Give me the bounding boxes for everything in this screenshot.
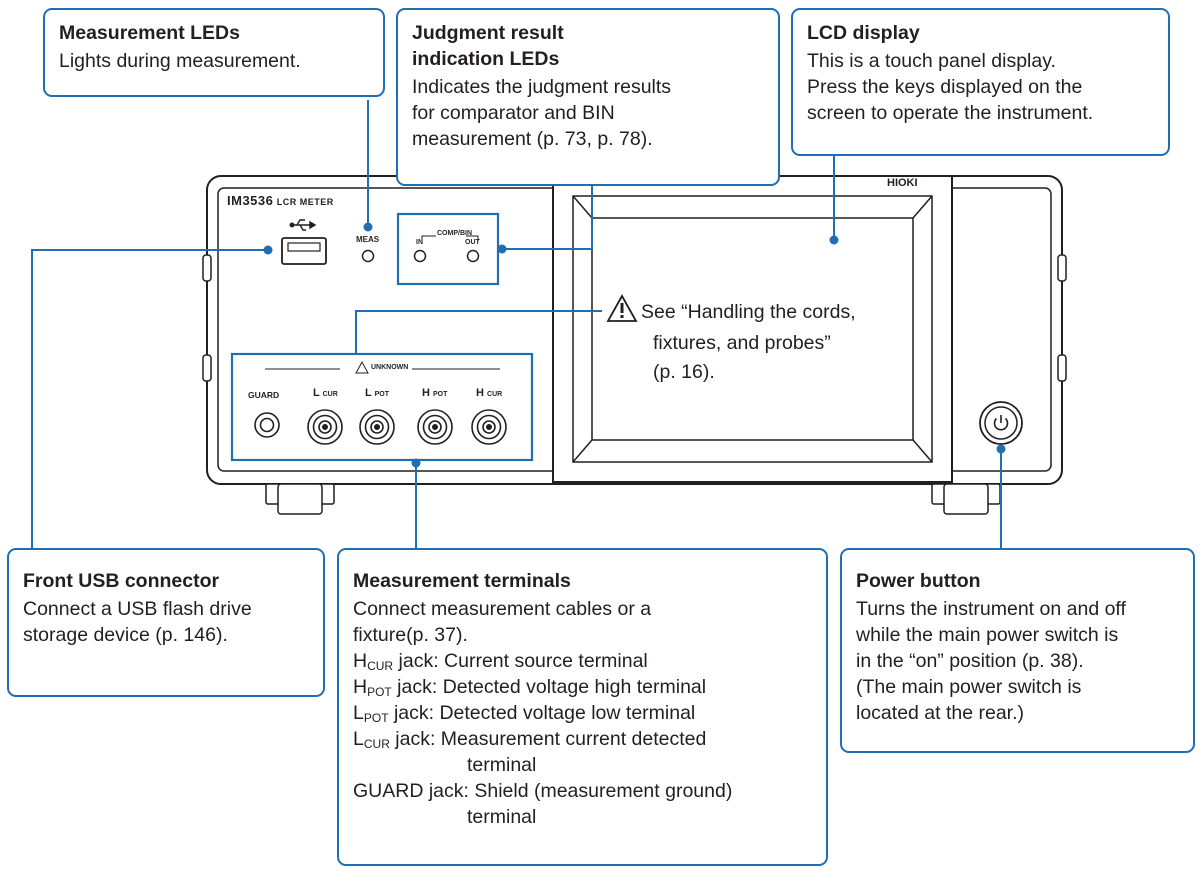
lpot-jack [359, 409, 395, 445]
hcur-jack [471, 409, 507, 445]
lcur-desc: LCUR jack: Measurement current detected [353, 728, 707, 751]
meas-led-label: MEAS [356, 235, 380, 244]
comp-in-label: IN [416, 239, 423, 246]
lcur-label: L CUR [313, 387, 338, 399]
cords-warning-line-2: fixtures, and probes” [653, 332, 831, 354]
callout-front-usb: Front USB connector Connect a USB flash … [7, 548, 325, 697]
callout-measurement-terminals: Measurement terminals Connect measuremen… [337, 548, 828, 866]
guard-label: GUARD [248, 390, 280, 400]
cords-warning-line-1: See “Handling the cords, [641, 301, 856, 323]
leader-lines [31, 100, 1006, 548]
guard-jack [254, 412, 280, 438]
lcd-display-frame [552, 175, 953, 483]
brand-logo: HIOKI [887, 177, 918, 189]
lpot-label: L POT [365, 387, 389, 399]
usb-icon [289, 219, 317, 231]
caution-icon [606, 294, 638, 322]
hcur-desc: HCUR jack: Current source terminal [353, 650, 648, 673]
model-label: IM3536 LCR METER [227, 193, 334, 208]
lcur-jack [307, 409, 343, 445]
comp-bin-led-panel [396, 212, 500, 286]
comp-out-label: OUT [465, 239, 480, 246]
power-icon [993, 415, 1009, 431]
unknown-label: UNKNOWN [371, 364, 409, 371]
hpot-jack [417, 409, 453, 445]
comp-in-led [413, 249, 427, 263]
instrument-feet [265, 483, 1001, 515]
hpot-label: H POT [422, 387, 448, 399]
usb-connector [281, 237, 327, 265]
callout-title: Measurement LEDs [59, 22, 240, 44]
comp-out-led [466, 249, 480, 263]
callout-power-button: Power button Turns the instrument on and… [840, 548, 1195, 753]
callout-judgment-leds: Judgment result indication LEDs Indicate… [396, 8, 780, 186]
hcur-label: H CUR [476, 387, 503, 399]
callout-lcd-display: LCD display This is a touch panel displa… [791, 8, 1170, 156]
comp-bin-label: COMP/BIN [437, 230, 472, 237]
cords-warning-line-3: (p. 16). [653, 361, 715, 383]
hpot-desc: HPOT jack: Detected voltage high termina… [353, 676, 707, 699]
unknown-warning-icon [355, 360, 369, 374]
meas-led [361, 249, 375, 263]
callout-measurement-leds: Measurement LEDs Lights during measureme… [43, 8, 385, 97]
lpot-desc: LPOT jack: Detected voltage low terminal [353, 702, 696, 725]
